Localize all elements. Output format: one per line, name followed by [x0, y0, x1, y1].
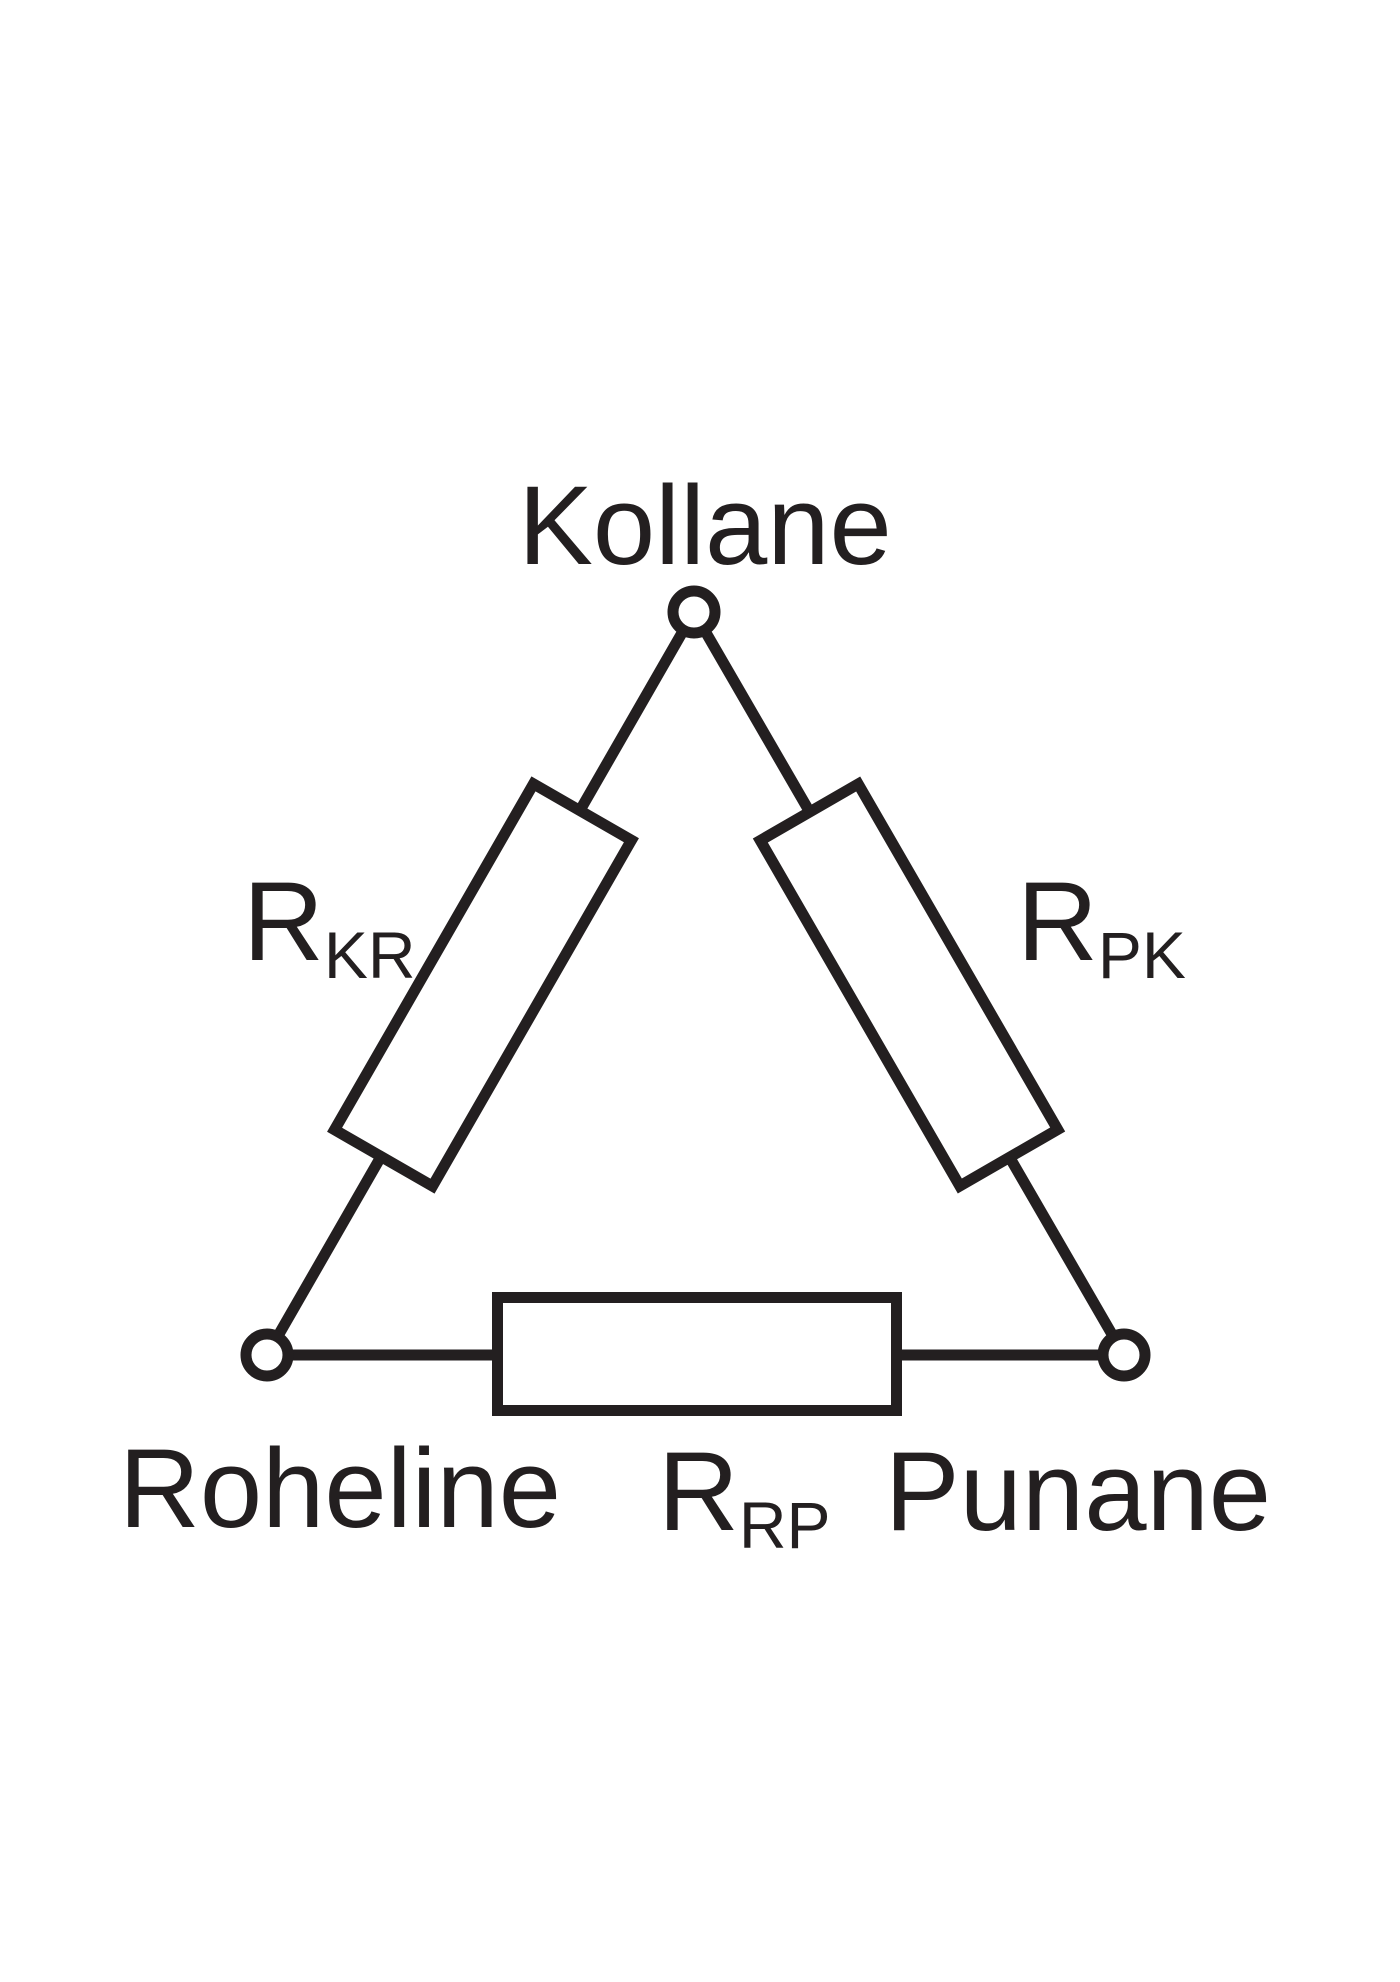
- resistor-subscript-rpk: PK: [1098, 918, 1186, 992]
- resistor-label-rrp: RRP: [658, 1429, 831, 1562]
- node-label-kollane: Kollane: [518, 463, 892, 588]
- node-terminal-top: [667, 585, 721, 639]
- resistor-symbol-rrp: R: [658, 1429, 739, 1554]
- node-terminal-bottom-right: [1097, 1328, 1151, 1382]
- resistor-body-pk: [752, 776, 1066, 1194]
- node-label-punane: Punane: [885, 1429, 1271, 1554]
- resistor-label-rkr: RKR: [243, 859, 416, 992]
- resistor-label-rpk: RPK: [1017, 859, 1186, 992]
- resistor-subscript-rrp: RP: [739, 1488, 831, 1562]
- resistor-body-kr: [327, 776, 639, 1194]
- node-terminal-bottom-left: [240, 1328, 294, 1382]
- resistor-subscript-rkr: KR: [324, 918, 416, 992]
- resistor-symbol-rkr: R: [243, 859, 324, 984]
- resistor-body-rp: [492, 1292, 902, 1416]
- node-label-roheline: Roheline: [119, 1426, 561, 1551]
- resistor-symbol-rpk: R: [1017, 859, 1098, 984]
